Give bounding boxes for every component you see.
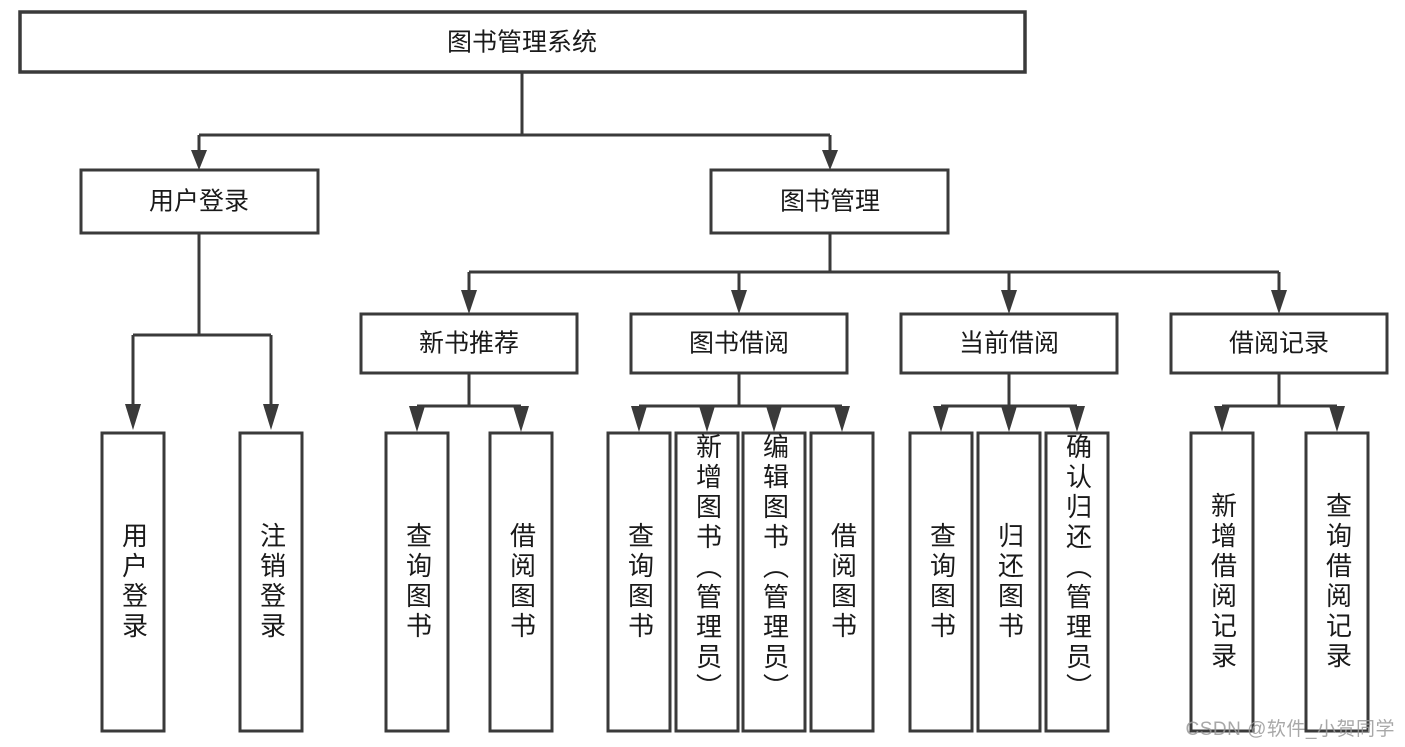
arrow-to-leaf-add-record (1214, 406, 1230, 432)
node-new-book-recommend-label: 新书推荐 (419, 330, 519, 358)
arrow-to-leaf-confirm-return (1069, 406, 1085, 432)
arrow-root-to-book-manage (822, 150, 838, 170)
csdn-watermark: CSDN @软件_小贺同学 (1185, 719, 1395, 740)
node-user-login[interactable]: 用户登录 (79, 168, 320, 235)
node-book-manage-box[interactable] (709, 168, 950, 235)
arrow-to-leaf-query-book-1 (409, 406, 425, 432)
node-leaf-user-login-box[interactable] (100, 431, 166, 733)
leaf-box-layer (100, 431, 1370, 733)
node-borrow-record[interactable]: 借阅记录 (1169, 312, 1389, 375)
arrow-to-leaf-return-book (1001, 406, 1017, 432)
node-leaf-borrow-book-1-box[interactable] (488, 431, 554, 733)
node-book-borrow-label: 图书借阅 (689, 330, 789, 358)
arrow-to-leaf-query-book-3 (933, 406, 949, 432)
node-user-login-label: 用户登录 (149, 188, 249, 216)
node-book-borrow[interactable]: 图书借阅 (629, 312, 849, 375)
arrow-to-book-borrow (731, 290, 747, 314)
node-new-book-recommend-box[interactable] (359, 312, 579, 375)
arrow-to-leaf-query-record (1329, 406, 1345, 432)
node-leaf-query-record-box[interactable] (1304, 431, 1370, 733)
node-leaf-query-book-2-box[interactable] (606, 431, 672, 733)
node-leaf-edit-book-box[interactable] (741, 431, 807, 733)
node-leaf-logout-box[interactable] (238, 431, 304, 733)
arrow-root-to-user-login (191, 150, 207, 170)
arrow-to-leaf-user-login (125, 404, 141, 430)
arrow-to-leaf-query-book-2 (631, 406, 647, 432)
node-leaf-return-book-box[interactable] (976, 431, 1042, 733)
arrow-to-leaf-add-book (699, 406, 715, 432)
node-user-login-box[interactable] (79, 168, 320, 235)
node-book-borrow-box[interactable] (629, 312, 849, 375)
node-current-borrow-box[interactable] (899, 312, 1119, 375)
arrow-to-borrow-record (1271, 290, 1287, 314)
arrow-to-new-book-recommend (461, 290, 477, 314)
node-current-borrow[interactable]: 当前借阅 (899, 312, 1119, 375)
node-book-manage[interactable]: 图书管理 (709, 168, 950, 235)
node-current-borrow-label: 当前借阅 (959, 330, 1059, 358)
node-leaf-query-book-3-box[interactable] (908, 431, 974, 733)
node-leaf-add-book-box[interactable] (674, 431, 740, 733)
node-leaf-add-record-box[interactable] (1189, 431, 1255, 733)
arrow-to-leaf-borrow-book-1 (513, 406, 529, 432)
arrow-to-leaf-edit-book (766, 406, 782, 432)
node-leaf-query-book-1-box[interactable] (384, 431, 450, 733)
node-root-label: 图书管理系统 (447, 29, 597, 57)
arrow-to-leaf-logout (263, 404, 279, 430)
node-new-book-recommend[interactable]: 新书推荐 (359, 312, 579, 375)
node-root[interactable]: 图书管理系统 (18, 10, 1027, 74)
connector-layer (125, 72, 1345, 432)
node-borrow-record-box[interactable] (1169, 312, 1389, 375)
node-borrow-record-label: 借阅记录 (1229, 330, 1329, 358)
node-leaf-borrow-book-2-box[interactable] (809, 431, 875, 733)
node-root-box[interactable] (18, 10, 1027, 74)
arrow-to-leaf-borrow-book-2 (834, 406, 850, 432)
arrow-to-current-borrow (1001, 290, 1017, 314)
node-book-manage-label: 图书管理 (780, 188, 880, 216)
node-leaf-confirm-return-box[interactable] (1044, 431, 1110, 733)
